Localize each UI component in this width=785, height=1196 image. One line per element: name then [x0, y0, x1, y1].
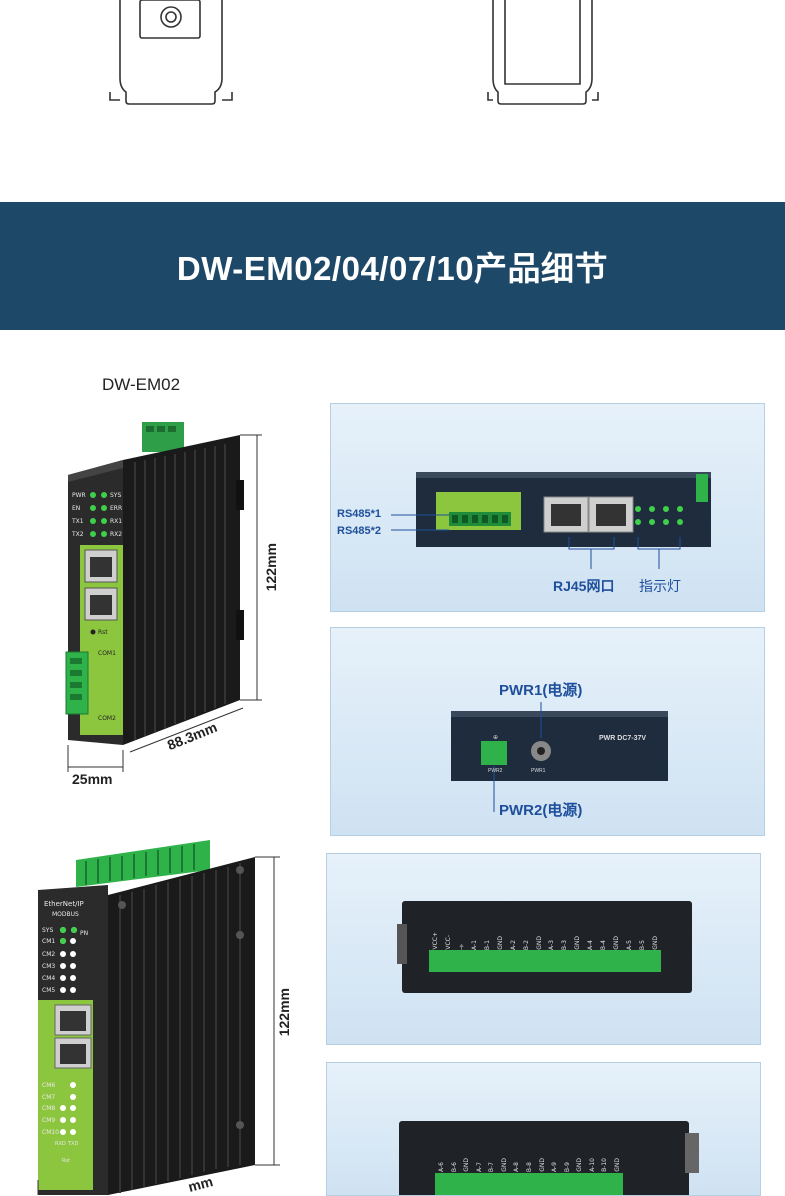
- em10-cm4-label: CM4: [42, 975, 55, 982]
- led-label-err: ERR: [110, 505, 122, 512]
- em10-cm9-label: CM9: [42, 1117, 55, 1124]
- em10-rst-label: Rst: [62, 1158, 70, 1164]
- terminal-pin-label: A-9: [551, 1162, 559, 1172]
- em10-device-illustration: EtherNet/IP MODBUS SYS PN CM1 CM2 CM3 CM…: [37, 840, 280, 1195]
- em10-cm2-label: CM2: [42, 951, 55, 958]
- em10-cm8-label: CM8: [42, 1105, 55, 1112]
- front-outline-drawing: [109, 0, 599, 105]
- terminal-pin-label: VCC+: [432, 932, 440, 950]
- led-label-pwr: PWR: [72, 492, 86, 499]
- terminal-pin-label: B-1: [484, 939, 491, 950]
- terminal-pin-label: GND: [538, 1158, 546, 1172]
- terminal-pin-label: GND: [500, 1158, 508, 1172]
- terminal-pin-label: A-5: [625, 940, 633, 950]
- terminal-top-detail: VCC+ VCC- ⏚ A-1 B-1 GND A-2 B-2 GND A-3 B-3 GND A-4 B…: [326, 853, 761, 1045]
- led-label-tx1: TX1: [71, 518, 84, 525]
- rst-label-em02: Rst: [98, 629, 108, 636]
- svg-text:⊕: ⊕: [493, 734, 498, 741]
- dim-height-em02: 122mm: [263, 543, 279, 592]
- terminal-pin-label: B-5: [638, 939, 646, 950]
- led-label-rx1: RX1: [110, 518, 122, 525]
- terminal-pin-label: B-3: [561, 939, 569, 950]
- power-panel-detail: ⊕ PWR1(电源) PWR2(电源) PWR DC7-37V PWR2 PWR…: [330, 627, 765, 836]
- em10-cm5-label: CM5: [42, 987, 55, 994]
- rs485-1-callout: RS485*1: [337, 508, 382, 520]
- em10-txd-label: TXD: [67, 1141, 78, 1147]
- em10-pn-label: PN: [80, 930, 88, 937]
- terminal-pin-label: A-3: [548, 940, 556, 950]
- terminal-pin-label: VCC-: [445, 935, 453, 950]
- model-label: DW-EM02: [102, 375, 181, 394]
- em10-sys-label: SYS: [42, 927, 53, 934]
- em10-rxd-label: RXD: [55, 1141, 66, 1147]
- terminal-pin-label: B-9: [563, 1161, 571, 1172]
- em10-brand-label: EtherNet/IP: [44, 900, 84, 908]
- em10-cm6-label: CM6: [42, 1082, 55, 1089]
- terminal-pin-label: B-4: [600, 939, 607, 950]
- section-banner: DW-EM02/04/07/10产品细节: [0, 202, 785, 330]
- rj45-callout: RJ45网口: [553, 578, 615, 594]
- terminal-pin-label: A-7: [475, 1162, 483, 1172]
- pwr2-callout: PWR2(电源): [499, 802, 583, 819]
- terminal-pin-label: B-8: [526, 1161, 533, 1172]
- led-label-rx2: RX2: [110, 531, 122, 538]
- indicator-callout: 指示灯: [639, 578, 681, 594]
- terminal-pin-label: B-2: [522, 939, 530, 950]
- terminal-pin-label: GND: [612, 936, 620, 950]
- terminal-pin-label: A-8: [513, 1162, 521, 1172]
- dim-width-em02: 25mm: [72, 771, 113, 787]
- em10-cm7-label: CM7: [42, 1094, 55, 1101]
- terminal-pin-label: A-1: [471, 940, 479, 950]
- terminal-pin-label: A-2: [509, 940, 517, 950]
- com2-label: COM2: [98, 715, 116, 722]
- terminal-pin-label: A-10: [588, 1158, 596, 1172]
- em10-sub-label: MODBUS: [52, 911, 79, 918]
- terminal-pin-label: GND: [651, 936, 659, 950]
- em02-device-illustration: PWR EN TX1 TX2 SYS ERR RX1 RX2 Rst COM1 …: [65, 422, 262, 772]
- terminal-pin-label: GND: [463, 1158, 471, 1172]
- terminal-bottom-labels: A-6 B-6 GND A-7 B-7 GND A-8 B-8 GND A-9 B-9 GND A-10…: [435, 1136, 623, 1172]
- terminal-top-labels: VCC+ VCC- ⏚ A-1 B-1 GND A-2 B-2 GND A-3 B-3 GND A-4 B…: [429, 914, 661, 950]
- terminal-pin-label: ⏚: [459, 944, 467, 950]
- terminal-pin-label: A-4: [587, 940, 595, 950]
- rs485-2-callout: RS485*2: [337, 525, 382, 537]
- pwr1-callout: PWR1(电源): [499, 682, 583, 699]
- terminal-pin-label: GND: [576, 1158, 584, 1172]
- front-panel-detail: RS485*1 RS485*2 RJ45网口 指示灯: [330, 403, 765, 612]
- terminal-pin-label: B-7: [488, 1161, 496, 1172]
- pwr1-small-label: PWR1: [531, 768, 546, 774]
- terminal-pin-label: B-6: [450, 1161, 458, 1172]
- pwr-spec-label: PWR DC7-37V: [599, 735, 647, 742]
- led-label-tx2: TX2: [71, 531, 84, 538]
- led-label-en: EN: [72, 505, 80, 512]
- terminal-pin-label: GND: [574, 936, 582, 950]
- terminal-pin-label: GND: [535, 936, 543, 950]
- terminal-pin-label: A-6: [438, 1162, 446, 1172]
- terminal-pin-label: B-10: [601, 1158, 609, 1172]
- terminal-pin-label: GND: [496, 936, 504, 950]
- terminal-pin-label: GND: [613, 1158, 621, 1172]
- em10-cm1-label: CM1: [42, 938, 55, 945]
- pwr2-small-label: PWR2: [488, 768, 503, 774]
- led-label-sys: SYS: [110, 492, 121, 499]
- banner-title: DW-EM02/04/07/10产品细节: [176, 250, 609, 287]
- em10-cm10-label: CM10: [42, 1129, 59, 1136]
- dim-height-em10: 122mm: [276, 988, 292, 1037]
- terminal-bottom-detail: A-6 B-6 GND A-7 B-7 GND A-8 B-8 GND A-9 B-9 GND A-10…: [326, 1062, 761, 1196]
- em10-cm3-label: CM3: [42, 963, 55, 970]
- com1-label: COM1: [98, 650, 116, 657]
